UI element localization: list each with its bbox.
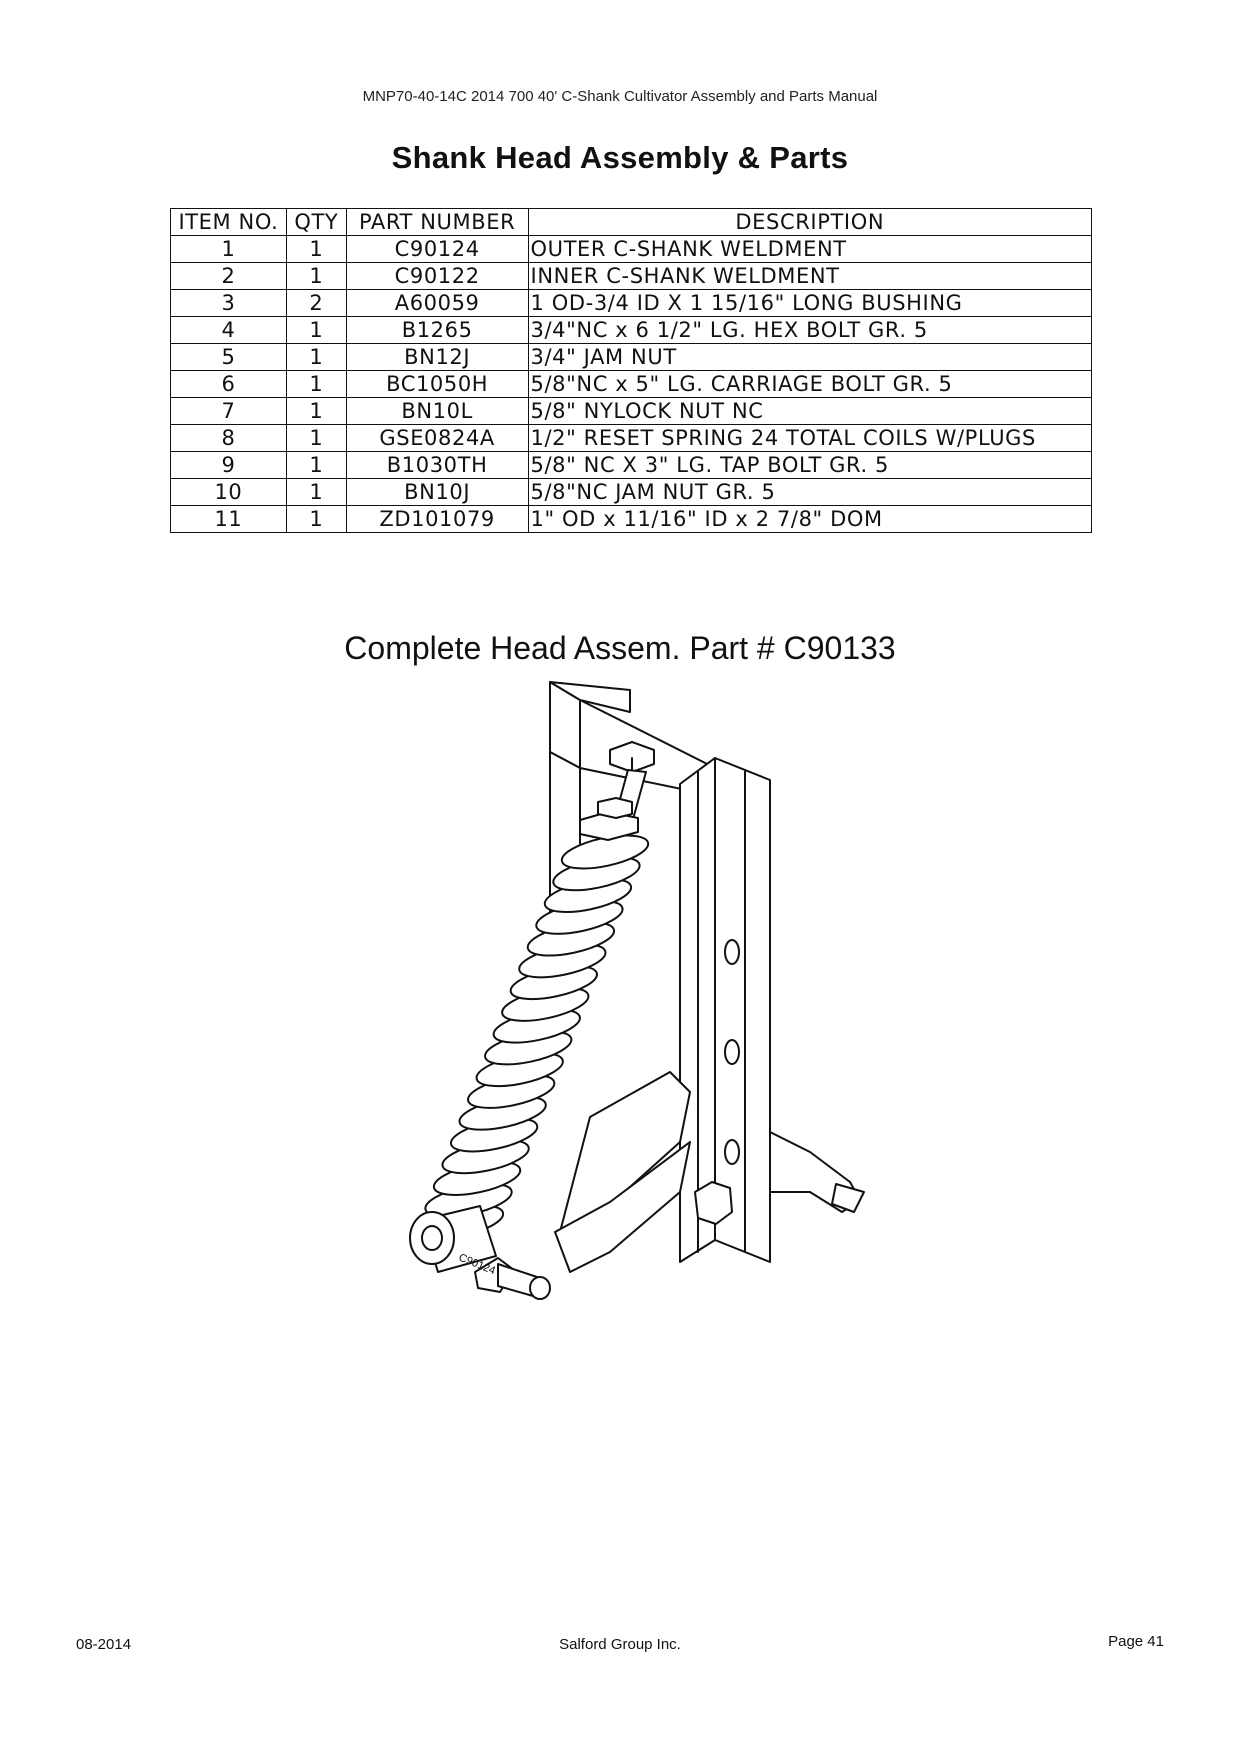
cell-qty: 1	[285, 370, 347, 398]
cell-description: 1" OD x 11/16" ID x 2 7/8" DOM	[527, 505, 1093, 533]
cell-item-no: 2	[170, 262, 287, 290]
cell-description: INNER C-SHANK WELDMENT	[527, 262, 1093, 290]
cell-description: 5/8" NYLOCK NUT NC	[527, 397, 1093, 425]
cell-item-no: 10	[170, 478, 287, 506]
footer-date: 08-2014	[76, 1636, 132, 1653]
header-description: DESCRIPTION	[527, 208, 1093, 236]
cell-item-no: 3	[170, 289, 287, 317]
cell-part-number: B1265	[345, 316, 529, 344]
cell-item-no: 11	[170, 505, 287, 533]
cell-description: 3/4" JAM NUT	[527, 343, 1093, 371]
cell-item-no: 8	[170, 424, 287, 452]
cell-part-number: ZD101079	[345, 505, 529, 533]
cell-qty: 1	[285, 397, 347, 425]
cell-qty: 1	[285, 316, 347, 344]
cell-qty: 1	[285, 451, 347, 479]
shank-head-drawing: C90124	[409, 681, 865, 1300]
cell-qty: 1	[285, 235, 347, 263]
cell-part-number: BC1050H	[345, 370, 529, 398]
cell-part-number: BN10L	[345, 397, 529, 425]
cell-part-number: BN12J	[345, 343, 529, 371]
cell-part-number: BN10J	[345, 478, 529, 506]
cell-part-number: C90122	[345, 262, 529, 290]
cell-qty: 1	[285, 478, 347, 506]
cell-description: 1 OD-3/4 ID X 1 15/16" LONG BUSHING	[527, 289, 1093, 317]
cell-item-no: 5	[170, 343, 287, 371]
cell-description: 1/2" RESET SPRING 24 TOTAL COILS W/PLUGS	[527, 424, 1093, 452]
cell-description: OUTER C-SHANK WELDMENT	[527, 235, 1093, 263]
header-item-no: ITEM NO.	[170, 208, 287, 236]
cell-description: 5/8"NC JAM NUT GR. 5	[527, 478, 1093, 506]
cell-part-number: C90124	[345, 235, 529, 263]
cell-qty: 2	[285, 289, 347, 317]
cell-qty: 1	[285, 424, 347, 452]
page-number: Page 41	[1108, 1633, 1164, 1650]
table-header-row: ITEM NO. QTY PART NUMBER DESCRIPTION	[170, 208, 1093, 236]
cell-part-number: B1030TH	[345, 451, 529, 479]
cell-description: 5/8" NC X 3" LG. TAP BOLT GR. 5	[527, 451, 1093, 479]
cell-part-number: A60059	[345, 289, 529, 317]
cell-item-no: 7	[170, 397, 287, 425]
cell-description: 5/8"NC x 5" LG. CARRIAGE BOLT GR. 5	[527, 370, 1093, 398]
cell-item-no: 1	[170, 235, 287, 263]
cell-qty: 1	[285, 505, 347, 533]
cell-qty: 1	[285, 262, 347, 290]
page-title: Shank Head Assembly & Parts	[391, 140, 849, 175]
footer-company: Salford Group Inc.	[559, 1636, 681, 1653]
header-qty: QTY	[285, 208, 347, 236]
cell-item-no: 9	[170, 451, 287, 479]
header-part-number: PART NUMBER	[345, 208, 529, 236]
cell-part-number: GSE0824A	[345, 424, 529, 452]
cell-description: 3/4"NC x 6 1/2" LG. HEX BOLT GR. 5	[527, 316, 1093, 344]
assembly-caption: Complete Head Assem. Part # C90133	[344, 630, 896, 666]
cell-qty: 1	[285, 343, 347, 371]
cell-item-no: 6	[170, 370, 287, 398]
cell-item-no: 4	[170, 316, 287, 344]
manual-header: MNP70-40-14C 2014 700 40' C-Shank Cultiv…	[362, 88, 878, 105]
